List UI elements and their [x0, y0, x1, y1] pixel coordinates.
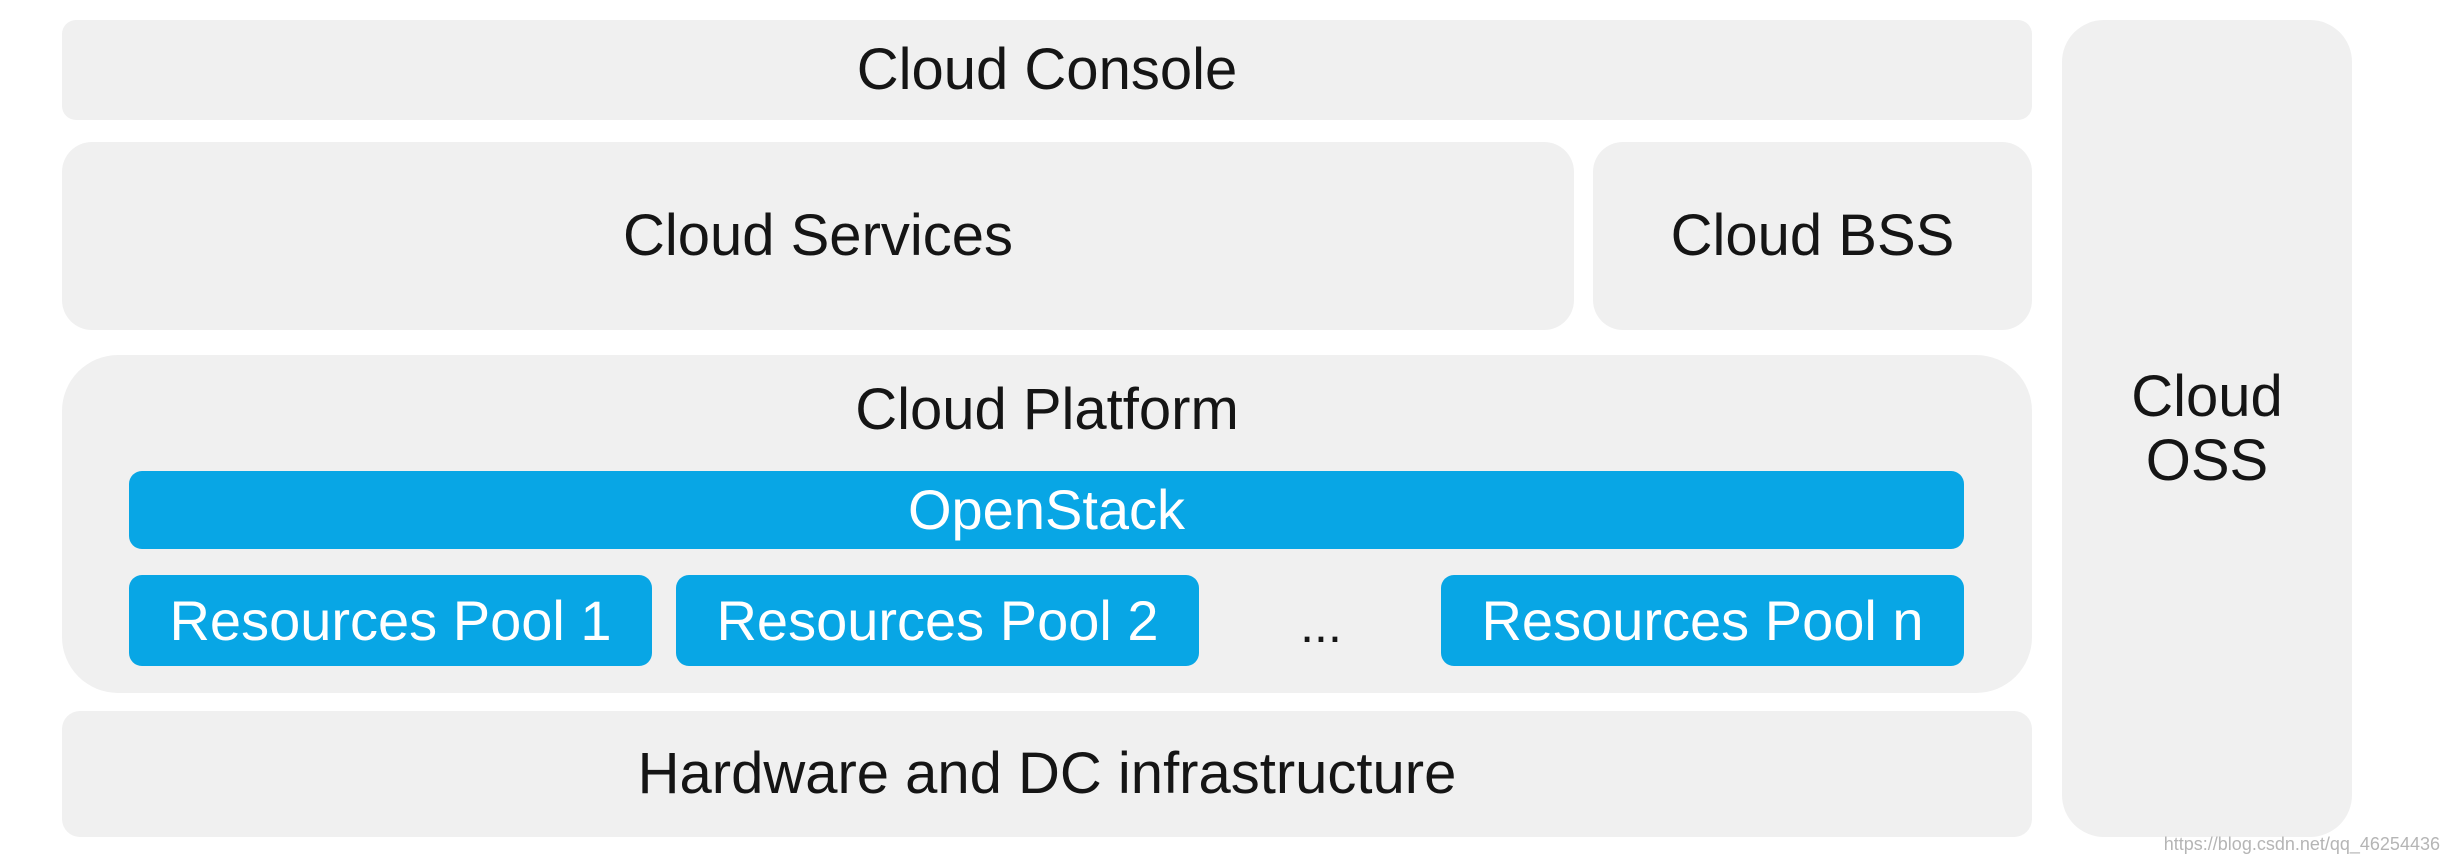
- watermark-url: https://blog.csdn.net/qq_46254436: [2163, 834, 2440, 854]
- openstack-block: OpenStack: [129, 471, 1964, 549]
- resource-pool-ellipsis: ...: [1300, 597, 1342, 653]
- resource-pool-1-block: Resources Pool 1: [129, 575, 652, 666]
- hardware-dc-infrastructure-block: Hardware and DC infrastructure: [62, 711, 2032, 837]
- cloud-services-label: Cloud Services: [622, 203, 1014, 269]
- openstack-label: OpenStack: [907, 478, 1186, 541]
- cloud-oss-block: Cloud OSS: [2062, 20, 2352, 837]
- cloud-console-label: Cloud Console: [856, 37, 1238, 103]
- resource-pool-n-label: Resources Pool n: [1481, 588, 1924, 652]
- cloud-platform-label: Cloud Platform: [855, 377, 1239, 442]
- cloud-bss-label: Cloud BSS: [1670, 203, 1955, 269]
- resource-pool-1-label: Resources Pool 1: [169, 588, 612, 652]
- cloud-services-block: Cloud Services: [62, 142, 1574, 330]
- cloud-oss-label: Cloud OSS: [2131, 363, 2283, 493]
- resource-pool-n-block: Resources Pool n: [1441, 575, 1964, 666]
- hardware-dc-infrastructure-label: Hardware and DC infrastructure: [637, 741, 1457, 807]
- resource-pool-2-label: Resources Pool 2: [716, 588, 1159, 652]
- resource-pool-2-block: Resources Pool 2: [676, 575, 1199, 666]
- cloud-bss-block: Cloud BSS: [1593, 142, 2032, 330]
- cloud-console-block: Cloud Console: [62, 20, 2032, 120]
